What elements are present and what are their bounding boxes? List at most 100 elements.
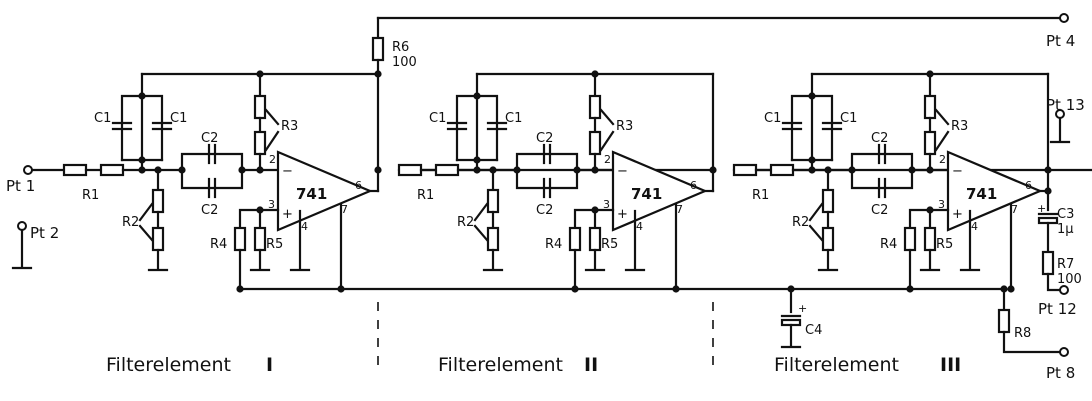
c1-label-a: C1 — [764, 111, 781, 126]
pin-4-label: 4 — [636, 220, 643, 233]
r1-resistor-b — [434, 163, 460, 177]
c1-label-b: C1 — [505, 111, 522, 126]
r3-resistor-a — [588, 94, 602, 120]
c2-top-loop — [180, 152, 244, 172]
junction-dot — [513, 166, 521, 174]
pin-2-label: 2 — [604, 153, 611, 166]
junction-dot — [709, 166, 717, 174]
junction-dot — [1044, 187, 1052, 195]
r1-label: R1 — [417, 188, 434, 203]
junction-dot — [154, 166, 162, 174]
r2-leader — [808, 224, 824, 242]
junction-dot — [848, 166, 856, 174]
pt12-terminal — [1059, 285, 1069, 295]
pin-7-label: 7 — [341, 203, 348, 216]
r1-resistor-a — [397, 163, 423, 177]
opamp-741-label: 741 — [296, 185, 327, 203]
r3-leader — [264, 130, 280, 152]
r2-label: R2 — [457, 215, 474, 230]
r1-resistor-a — [732, 163, 758, 177]
c1-capacitor-b — [151, 121, 173, 131]
noninv-left-wire — [573, 208, 615, 230]
pin-3-label: 3 — [938, 198, 945, 211]
r8-bottom-wire — [1002, 330, 1062, 354]
c2-capacitor-a — [877, 143, 887, 165]
r2-label: R2 — [792, 215, 809, 230]
pt8-terminal — [1059, 347, 1069, 357]
junction-dot — [1044, 166, 1052, 174]
c1-label-b: C1 — [840, 111, 857, 126]
r3-resistor-b — [253, 130, 267, 156]
pt13-label: Pt 13 — [1046, 96, 1085, 114]
stage-2-caption: Filterelement — [438, 354, 563, 376]
noninv-left-wire — [908, 208, 950, 230]
r5-resistor — [923, 226, 937, 252]
c2-label-b: C2 — [536, 203, 553, 218]
pt4-terminal — [1059, 13, 1069, 23]
pt1-label: Pt 1 — [6, 177, 35, 195]
r3-leader — [264, 108, 280, 126]
stage-3-numeral: III — [940, 354, 961, 376]
r1-resistor-a — [62, 163, 88, 177]
r3-label: R3 — [616, 119, 633, 134]
r1-label: R1 — [752, 188, 769, 203]
r3-resistor-a — [253, 94, 267, 120]
noninv-left-wire — [238, 208, 280, 230]
c2-capacitor-b — [877, 177, 887, 199]
junction-dot — [591, 206, 599, 214]
pin-2-label: 2 — [269, 153, 276, 166]
r2-leader — [473, 224, 489, 242]
junction-dot — [178, 166, 186, 174]
r3-label: R3 — [281, 119, 298, 134]
junction-dot — [808, 156, 816, 164]
pt2-terminal — [17, 221, 27, 231]
pt4-label: Pt 4 — [1046, 32, 1075, 50]
junction-dot — [489, 166, 497, 174]
r3-leader — [599, 130, 615, 152]
opamp-minus-sign: − — [617, 164, 628, 179]
junction-dot — [808, 166, 816, 174]
opamp-minus-sign: − — [952, 164, 963, 179]
r8-label: R8 — [1014, 326, 1031, 341]
r1-resistor-b — [769, 163, 795, 177]
r2-resistor-a — [821, 188, 835, 214]
opamp-plus-sign: + — [952, 207, 963, 222]
c1-capacitor-a — [111, 121, 133, 131]
r7-bottom-wire — [1046, 272, 1062, 292]
c2-top-loop — [515, 152, 579, 172]
r2-label: R2 — [122, 215, 139, 230]
junction-dot — [374, 166, 382, 174]
junction-dot — [926, 206, 934, 214]
pt8-label: Pt 8 — [1046, 364, 1075, 382]
c4-label: C4 — [805, 323, 822, 338]
r1-label: R1 — [82, 188, 99, 203]
junction-dot — [138, 166, 146, 174]
c2-label-a: C2 — [201, 131, 218, 146]
r4-label: R4 — [880, 237, 897, 252]
r3-resistor-a — [923, 94, 937, 120]
r5-label: R5 — [266, 237, 283, 252]
c2-bottom-loop — [515, 168, 579, 190]
pin-2-label: 2 — [939, 153, 946, 166]
r4-resistor — [568, 226, 582, 252]
pin-6-label: 6 — [1025, 179, 1032, 192]
junction-dot — [808, 92, 816, 100]
c2-top-loop — [850, 152, 914, 172]
r7-resistor — [1041, 250, 1055, 276]
c1-label-a: C1 — [429, 111, 446, 126]
c1-label-b: C1 — [170, 111, 187, 126]
c2-bottom-loop — [850, 168, 914, 190]
c1-capacitor-a — [446, 121, 468, 131]
r5-resistor — [588, 226, 602, 252]
r2-leader — [138, 224, 154, 242]
pin-3-label: 3 — [603, 198, 610, 211]
r6-resistor — [371, 36, 385, 62]
junction-dot — [374, 70, 382, 78]
junction-dot — [138, 156, 146, 164]
pt1-terminal — [23, 165, 33, 175]
r2-leader — [138, 202, 154, 222]
r7-label: R7 — [1057, 257, 1074, 272]
